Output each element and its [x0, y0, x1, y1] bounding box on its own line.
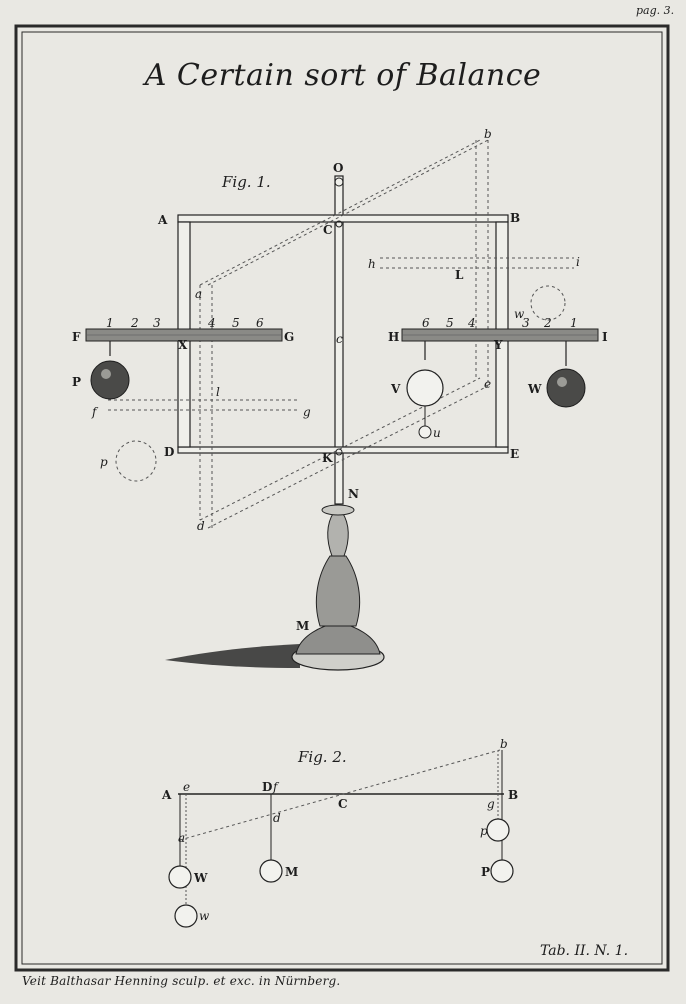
inner-frame [21, 31, 663, 965]
weight-V [406, 369, 444, 407]
scale-left-2: 2 [130, 316, 139, 330]
fig2-tilted-beam [179, 749, 501, 841]
page-label: pag. 3. [636, 4, 675, 17]
label-X: X [178, 338, 188, 352]
label-i: i [576, 255, 580, 269]
label-L: L [455, 268, 464, 282]
stand-base [291, 504, 385, 671]
fig2-label-M: M [285, 865, 298, 879]
label-A: A [157, 213, 168, 227]
fig2-label-B: B [508, 788, 518, 802]
label-B: B [510, 211, 520, 225]
fig2-caption: Fig. 2. [297, 748, 347, 766]
engraver-signature: Veit Balthasar Henning sculp. et exc. in… [22, 974, 341, 988]
pivot-C [335, 220, 343, 228]
fig2-label-P: P [481, 865, 490, 879]
weight-u [418, 425, 432, 439]
fig2-weight-P [490, 859, 514, 883]
scale-left-5: 5 [232, 316, 240, 330]
fig2-label-d: d [273, 811, 281, 825]
label-W: W [527, 382, 542, 396]
fig2-label-D: D [262, 780, 272, 794]
label-E: E [510, 447, 519, 461]
label-D: D [164, 445, 174, 459]
label-a: a [195, 287, 202, 301]
label-c: c [336, 332, 343, 346]
scale-left-6: 6 [256, 316, 264, 330]
label-M: M [296, 619, 309, 633]
fig2-label-e: e [183, 780, 190, 794]
fig2-label-b: b [500, 737, 508, 751]
rod-pin-O [334, 177, 344, 187]
label-G: G [284, 330, 294, 344]
scale-left-4: 4 [207, 316, 216, 330]
fig2-label-p: p [480, 824, 488, 838]
plate-title: A Certain sort of Balance [144, 58, 542, 93]
label-g: g [303, 405, 311, 419]
scale-right-6: 6 [422, 316, 430, 330]
label-u: u [433, 426, 441, 440]
pivot-K [335, 448, 343, 456]
label-b: b [484, 127, 492, 141]
label-e: e [484, 377, 491, 391]
fig1-caption: Fig. 1. [221, 173, 271, 191]
stand-shadow [165, 644, 300, 668]
fig2-weight-W [168, 865, 192, 889]
label-d: d [197, 519, 205, 533]
label-V: V [390, 382, 401, 396]
scale-left-3: 3 [153, 316, 161, 330]
vertical-rod [334, 175, 344, 505]
right-beam [401, 328, 599, 342]
label-O: O [333, 161, 343, 175]
figure-2: Fig. 2. A e D f C B b g [161, 737, 518, 928]
label-p: p [100, 455, 108, 469]
label-K: K [322, 451, 333, 465]
scale-right-5: 5 [446, 316, 454, 330]
fig2-label-w: w [199, 909, 210, 923]
label-h: h [368, 257, 376, 271]
outer-frame [14, 24, 670, 972]
label-H: H [388, 330, 399, 344]
scale-right-2: 2 [543, 316, 552, 330]
scale-right-1: 1 [570, 316, 578, 330]
scale-right-4: 4 [467, 316, 476, 330]
fig2-weight-M [259, 859, 283, 883]
label-f: f [91, 405, 99, 419]
label-N: N [348, 487, 359, 501]
fig2-weight-w [174, 904, 198, 928]
fig2-weight-p [486, 818, 510, 842]
fig2-label-C: C [338, 797, 348, 811]
label-Y: Y [493, 338, 503, 352]
scale-right-3: 3 [522, 316, 530, 330]
fig2-label-a: a [178, 831, 185, 845]
scale-left-1: 1 [106, 316, 114, 330]
label-F: F [72, 330, 81, 344]
weight-P [90, 360, 130, 400]
fig2-label-g: g [487, 797, 495, 811]
label-I: I [602, 330, 608, 344]
label-P: P [72, 375, 81, 389]
fig2-label-W: W [193, 871, 208, 885]
label-C: C [323, 223, 333, 237]
left-beam [85, 328, 283, 342]
fig2-label-f: f [272, 780, 280, 794]
tab-label: Tab. II. N. 1. [540, 943, 629, 959]
label-w: w [514, 307, 525, 321]
label-l: l [216, 385, 220, 399]
figure-1: Fig. 1. O A B C D E F G H I X Y K N M P … [72, 127, 608, 671]
weight-W [546, 368, 586, 408]
fig2-label-A: A [161, 788, 172, 802]
